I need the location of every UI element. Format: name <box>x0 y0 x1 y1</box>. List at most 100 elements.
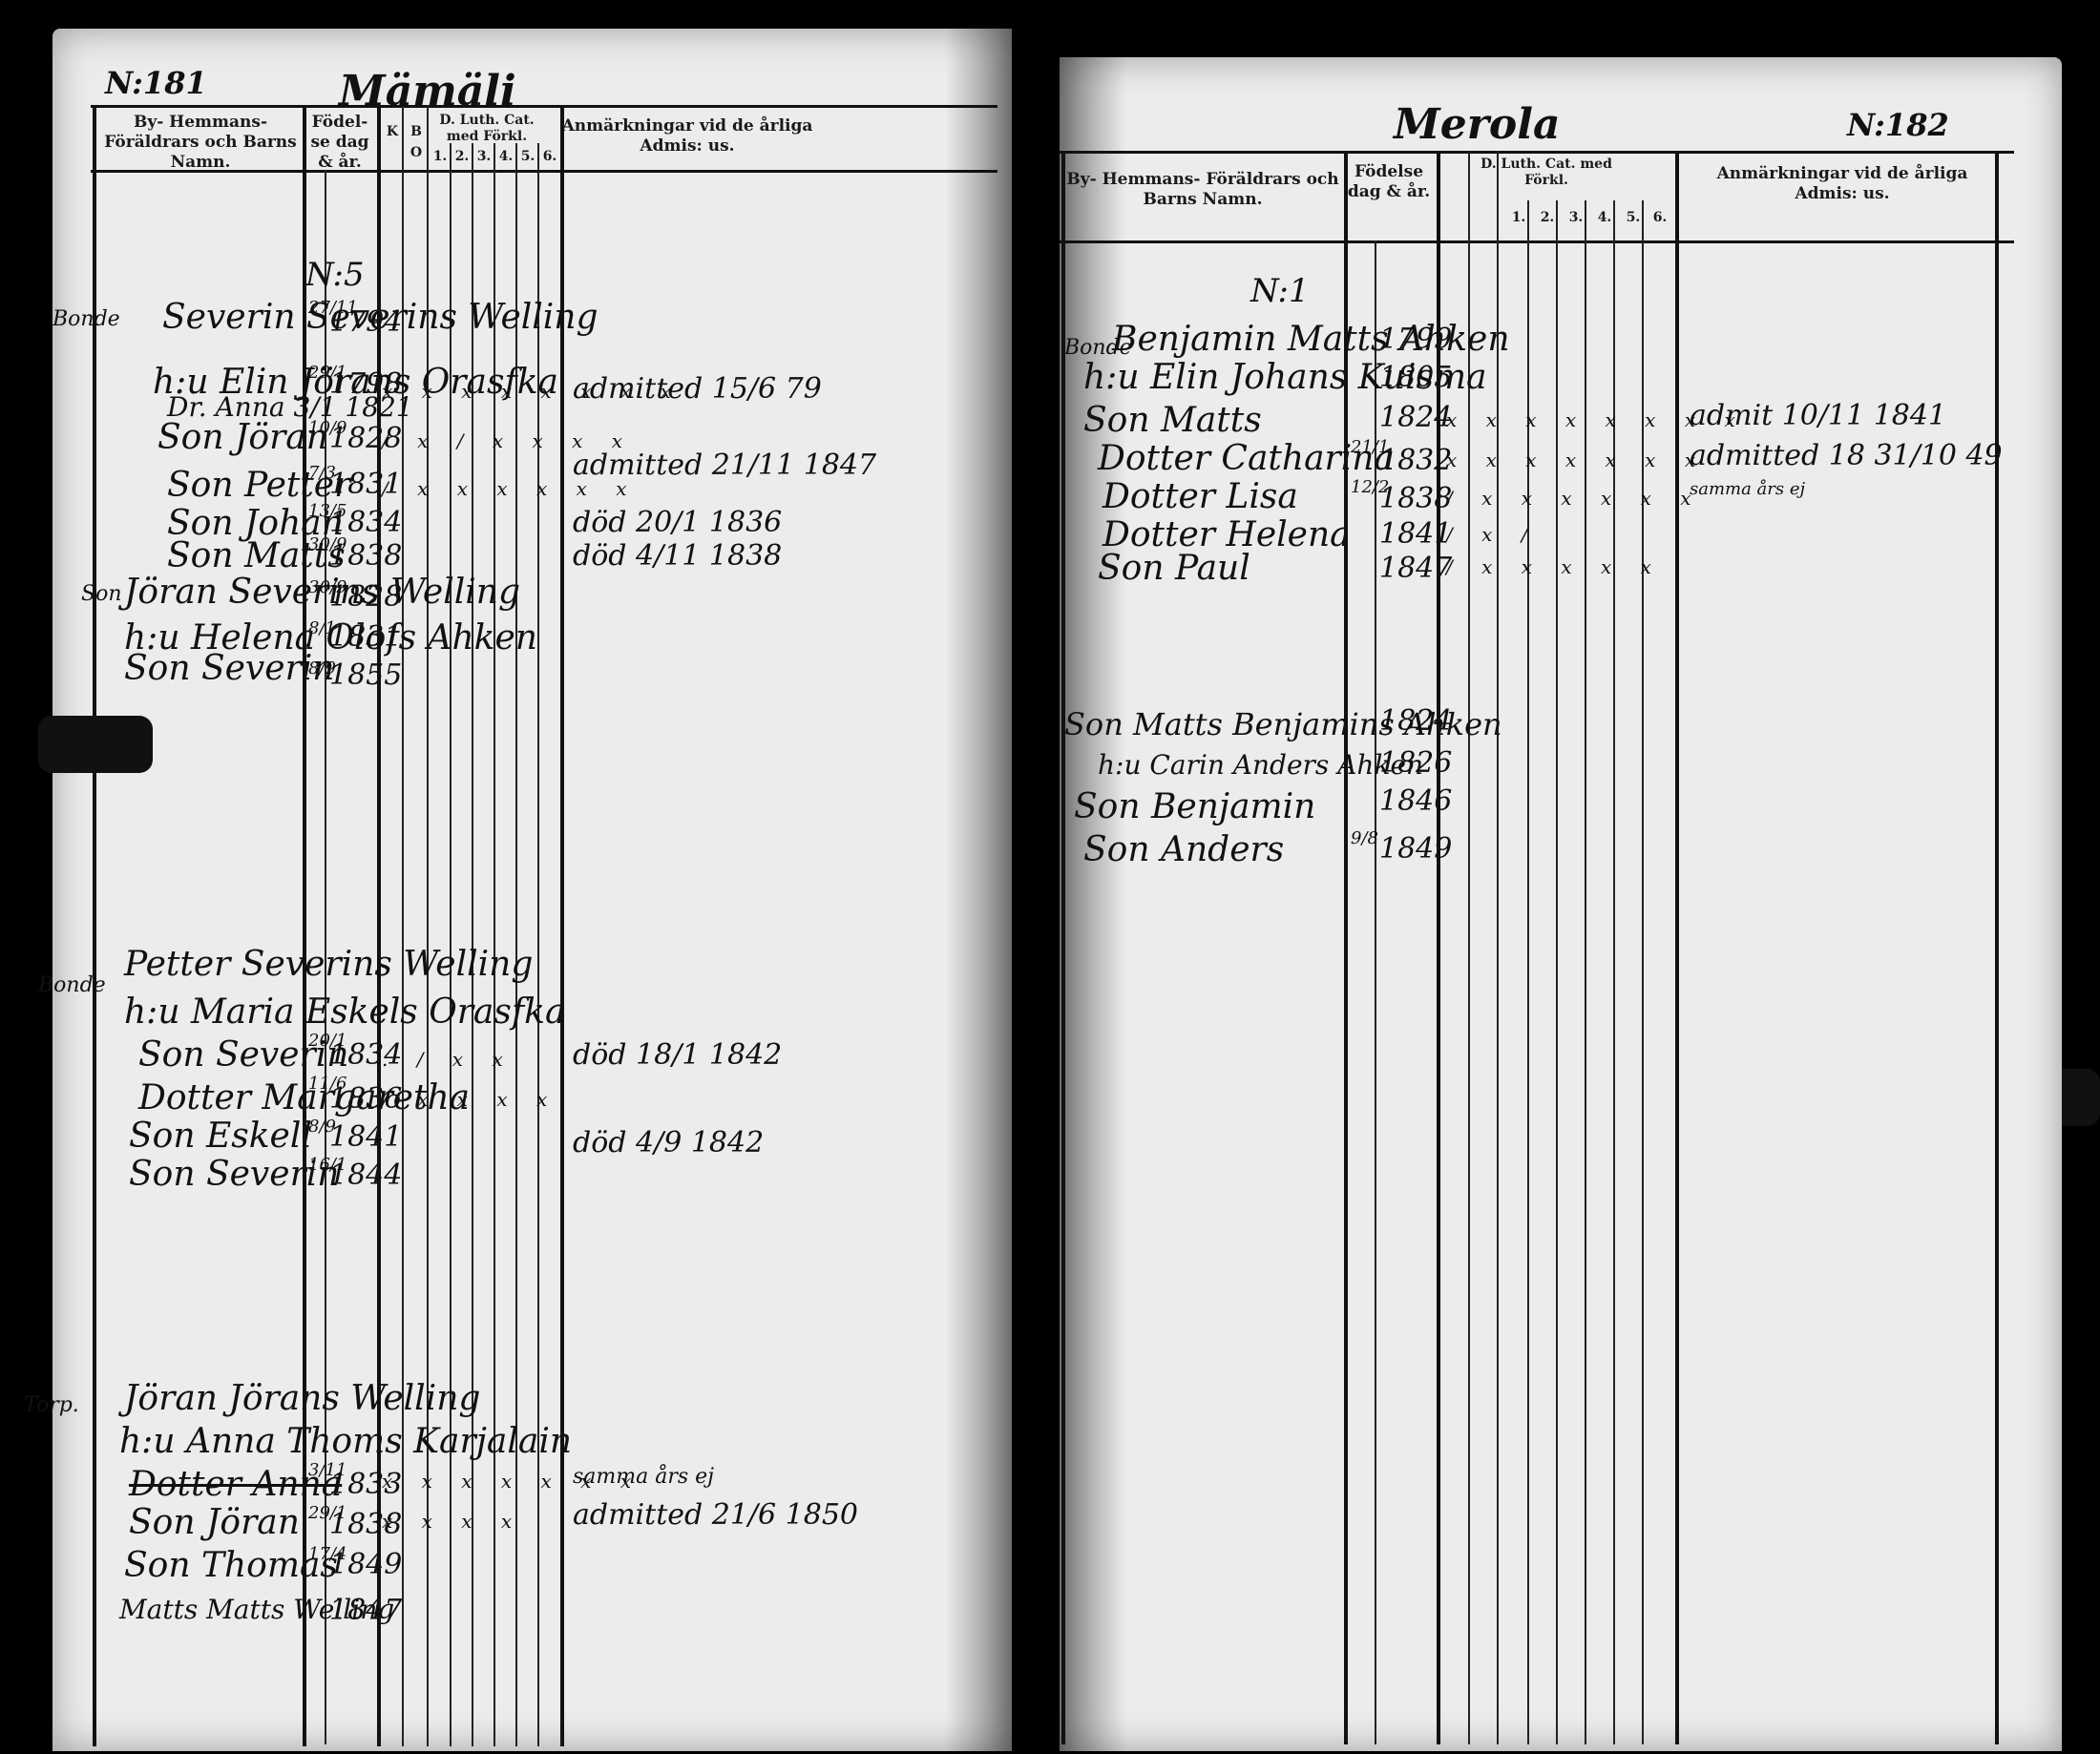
entry-birth-year: 1838 <box>329 1508 403 1541</box>
entry-role: Son <box>81 582 122 606</box>
cat-col-2: 2. <box>1540 210 1555 225</box>
entry-birth-year: 1832 <box>1379 444 1453 477</box>
header-bottom-rule <box>91 170 998 173</box>
entry-birth-year: 1826 <box>1379 746 1453 780</box>
entry-name: Benjamin Matts Ahken <box>1112 320 1510 359</box>
cat-col-4: 4. <box>1597 210 1612 225</box>
catechism-marks: x x x x x x x x <box>1446 408 1747 431</box>
entry-remark: admitted 18 31/10 49 <box>1690 439 2003 472</box>
entry-remark: död 4/9 1842 <box>573 1126 765 1159</box>
entry-name: Son Severin <box>124 649 335 688</box>
entry-name: Son Matts <box>167 536 346 575</box>
column-rule <box>1527 200 1529 1744</box>
remarks-column-header: Anmärkningar vid de årliga Admis: us. <box>1716 164 1968 203</box>
entry-birth-date: 12/2 <box>1351 477 1390 497</box>
entry-birth-year: 1849 <box>1379 832 1453 866</box>
entry-birth-date: 27/11 <box>308 298 358 318</box>
entry-remark: samma års ej <box>573 1465 714 1489</box>
entry-remark: admit 10/11 1841 <box>1690 399 1947 432</box>
entry-birth-date: 29/1 <box>308 1503 347 1523</box>
entry-name: h:u Maria Eskels Orasfka <box>124 992 566 1032</box>
entry-name: Son Eskell <box>129 1117 312 1156</box>
household-number: N:5 <box>305 256 365 294</box>
column-rule <box>1468 151 1470 1744</box>
entry-name: h:u Elin Jörans Orasfka <box>153 363 559 402</box>
household-number: N:1 <box>1250 272 1310 310</box>
page-number: N:182 <box>1847 107 1949 143</box>
column-rule <box>1061 151 1065 1744</box>
names-column-header: By- Hemmans- Föräldrars och Barns Namn. <box>104 113 297 172</box>
cat-col-4: 4. <box>498 149 514 164</box>
entry-name: Son Jöran <box>129 1503 300 1542</box>
entry-name: Dotter Helena <box>1102 515 1351 554</box>
catechism-marks: / x x x x x <box>1446 555 1663 578</box>
binding-tab <box>38 716 153 773</box>
catechism-header: D. Luth. Cat. med Förkl. <box>439 113 535 144</box>
entry-birth-year: 1855 <box>329 658 403 692</box>
entry-name: Son Matts <box>1083 401 1262 440</box>
entry-birth-year: 1838 <box>1379 482 1453 515</box>
cat-col-1: 1. <box>1511 210 1526 225</box>
names-column-header: By- Hemmans- Föräldrars och Barns Namn. <box>1066 170 1339 209</box>
entry-birth-date: 16/1 <box>308 1155 347 1175</box>
entry-remark: död 18/1 1842 <box>573 1038 783 1072</box>
catechism-marks: x x x x x x x x <box>382 380 682 403</box>
entry-name: h:u Anna Thoms Karjalain <box>119 1422 573 1461</box>
entry-birth-date: 21/1 <box>1351 437 1390 457</box>
header-top-rule <box>1060 151 2014 154</box>
entry-role: Bonde <box>52 307 120 331</box>
column-rule <box>1642 200 1644 1744</box>
catechism-marks: / x x x x x x <box>382 477 639 500</box>
cat-col-3: 3. <box>476 149 492 164</box>
entry-name: Dotter Lisa <box>1102 477 1298 516</box>
birth-column-header: Födelse dag & år. <box>1347 162 1431 201</box>
entry-name: Son Thomas <box>124 1546 338 1585</box>
entry-birth-year: 1836 <box>329 1082 403 1116</box>
left-register-page: N:181 Mämäli By- Hemmans- Föräldrars och… <box>24 29 1012 1751</box>
entry-name: Petter Severins Welling <box>124 945 534 984</box>
entry-birth-year: 1828 <box>329 580 403 614</box>
catechism-marks: / x x x x <box>382 1088 559 1111</box>
column-rule <box>402 105 404 1746</box>
column-rule <box>1375 240 1376 1744</box>
column-rule <box>1995 151 1999 1744</box>
entry-birth-date: 8/9 <box>308 1117 336 1137</box>
entry-birth-year: 1798 <box>329 367 403 401</box>
entry-birth-date: 10/9 <box>308 418 347 438</box>
entry-name: h:u Carin Anders Ahken <box>1098 749 1424 781</box>
entry-birth-year: 1844 <box>329 1159 403 1192</box>
entry-birth-year: 1849 <box>329 1548 403 1581</box>
catechism-marks: / x / x x x x <box>382 429 635 452</box>
entry-remark: admitted 21/11 1847 <box>573 449 877 482</box>
col-c-header: O <box>410 145 423 160</box>
page-number: N:181 <box>105 65 207 101</box>
entry-name: Son Paul <box>1098 549 1250 588</box>
entry-name: Son Jöran <box>158 418 328 457</box>
entry-name: Son Matts Benjamins Ahken <box>1064 706 1502 742</box>
gutter-shadow <box>1060 57 1126 1751</box>
catechism-marks: x x x x x x x <box>1446 449 1708 471</box>
entry-birth-year: 1841 <box>1379 517 1453 551</box>
column-rule <box>1556 200 1558 1744</box>
remarks-column-header: Anmärkningar vid de årliga Admis: us. <box>561 116 813 156</box>
entry-name: Son Johan <box>167 504 344 543</box>
entry-remark: admitted 15/6 79 <box>573 372 822 406</box>
entry-birth-year: 1834 <box>329 506 403 539</box>
catechism-header: D. Luth. Cat. med Förkl. <box>1480 157 1612 188</box>
cat-col-6: 6. <box>1652 210 1668 225</box>
entry-birth-year: 1828 <box>329 422 403 455</box>
cat-col-5: 5. <box>520 149 536 164</box>
entry-name: Severin Severins Welling <box>162 298 598 337</box>
entry-name: Son Benjamin <box>1074 787 1316 826</box>
entry-birth-year: 1805 <box>1379 361 1453 394</box>
catechism-marks: x x x x x x x <box>382 1470 643 1493</box>
cat-col-2: 2. <box>454 149 470 164</box>
cat-col-1: 1. <box>432 149 448 164</box>
entry-birth-year: 1831 <box>329 468 403 501</box>
entry-birth-year: 1841 <box>329 1120 403 1154</box>
entry-name: Dotter Anna <box>129 1465 343 1504</box>
column-rule <box>325 170 326 1744</box>
column-rule <box>427 105 429 1746</box>
column-rule <box>494 143 495 1746</box>
right-register-page: Merola N:182 By- Hemmans- Föräldrars och… <box>1060 57 2062 1751</box>
